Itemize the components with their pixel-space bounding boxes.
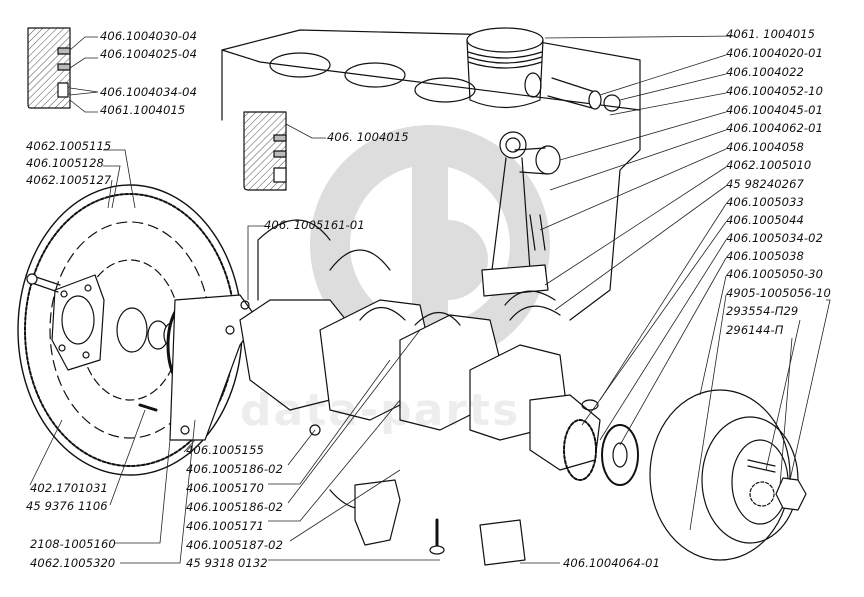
part-label: 4905-1005056-10 xyxy=(726,286,831,300)
dowel-pin xyxy=(138,403,158,412)
part-label: 4062.1005320 xyxy=(30,556,116,570)
pulley-bolt xyxy=(775,477,807,511)
part-label: 406.1005187-02 xyxy=(186,538,284,552)
part-label: 4062.1005010 xyxy=(726,158,812,172)
main-bearing-cap xyxy=(354,479,526,566)
crankshaft-pulley-damper xyxy=(649,389,799,561)
part-label: 406.1004062-01 xyxy=(726,121,824,135)
circlip xyxy=(603,94,621,112)
part-label: 406.1004020-01 xyxy=(726,46,824,60)
part-label: 406.1005034-02 xyxy=(726,231,824,245)
part-label: 406.1004025-04 xyxy=(100,47,198,61)
part-label: 296144-П xyxy=(726,323,784,337)
part-label: 406.1004034-04 xyxy=(100,85,198,99)
piston-ring-section-2 xyxy=(243,111,287,191)
part-label: 45 9376 1106 xyxy=(26,499,108,513)
part-label: 45 9318 0132 xyxy=(186,556,268,570)
watermark-text: data-parts xyxy=(240,385,521,436)
part-label: 406.1005170 xyxy=(186,481,264,495)
part-label: 406.1005038 xyxy=(726,249,804,263)
part-label: 406.1004064-01 xyxy=(563,556,661,570)
flywheel-washer-plate xyxy=(51,274,105,371)
part-label: 406.1005050-30 xyxy=(726,267,824,281)
part-label: 45 98240267 xyxy=(726,177,804,191)
engine-block xyxy=(221,29,641,321)
woodruff-key xyxy=(581,399,599,411)
part-label: 406.1004030-04 xyxy=(100,29,198,43)
conrod-bearing-lower xyxy=(509,305,561,321)
part-label: 406.1004022 xyxy=(726,65,804,79)
crankshaft-sprocket xyxy=(563,419,597,481)
part-label: 406.1005171 xyxy=(186,519,264,533)
part-label: 406.1004058 xyxy=(726,140,804,154)
part-label: 402.1701031 xyxy=(30,481,108,495)
piston xyxy=(466,27,544,109)
part-label: 293554-П29 xyxy=(726,304,799,318)
part-label: 4061.1004015 xyxy=(100,103,186,117)
front-oil-seal xyxy=(601,424,639,486)
part-label: 406.1005128 xyxy=(26,156,104,170)
flywheel-bolt xyxy=(26,273,61,293)
part-label: 4061. 1004015 xyxy=(726,27,816,41)
main-bearing-shell xyxy=(359,306,406,321)
part-label: 406.1005186-02 xyxy=(186,462,284,476)
piston-pin xyxy=(547,77,602,110)
part-label: 2108-1005160 xyxy=(30,537,116,551)
cap-bolt xyxy=(429,518,445,555)
part-label: 4062.1005115 xyxy=(26,139,112,153)
part-label: 406. 1005161-01 xyxy=(264,218,365,232)
part-label: 406. 1004015 xyxy=(327,130,409,144)
part-label: 406.1005044 xyxy=(726,213,804,227)
part-label: 4062.1005127 xyxy=(26,173,112,187)
part-label: 406.1004052-10 xyxy=(726,84,824,98)
connecting-rod xyxy=(481,131,549,297)
conrod-bearing-upper xyxy=(504,290,556,306)
part-label: 406.1004045-01 xyxy=(726,103,824,117)
crankshaft xyxy=(239,299,601,471)
part-label: 406.1005033 xyxy=(726,195,804,209)
ratchet-nut xyxy=(747,459,776,507)
piston-ring-section-1 xyxy=(27,27,71,109)
part-label: 406.1005186-02 xyxy=(186,500,284,514)
conrod-bushing xyxy=(514,145,561,175)
part-label: 406.1005155 xyxy=(186,443,264,457)
thrust-washer xyxy=(414,311,461,326)
leader-lines xyxy=(29,35,831,564)
